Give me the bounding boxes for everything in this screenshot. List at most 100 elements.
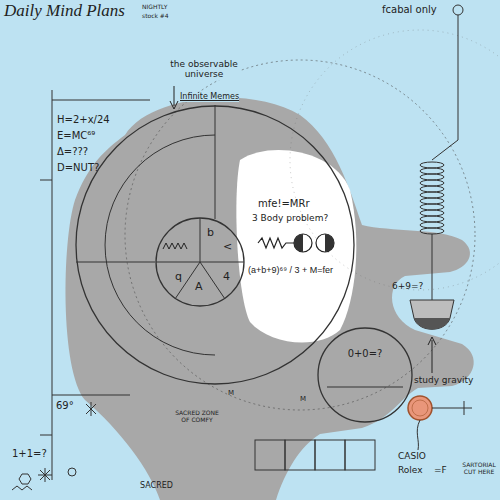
equation: D=NUT? <box>57 162 99 173</box>
angle-label: 69° <box>56 400 74 411</box>
doodles <box>12 402 96 490</box>
box <box>285 440 315 470</box>
box <box>255 440 285 470</box>
coil <box>420 192 444 198</box>
scribble <box>12 486 32 490</box>
coil <box>420 174 444 180</box>
frame-line <box>52 90 53 480</box>
dotted-orbit <box>125 60 475 410</box>
note: fcabal only <box>382 4 437 15</box>
marker: M <box>300 396 306 404</box>
sector-letter: A <box>195 281 203 293</box>
equation: 1+1=? <box>12 448 47 459</box>
circle-outline <box>75 105 355 385</box>
coil <box>420 180 444 186</box>
axis-line <box>215 105 216 219</box>
coin-rim <box>412 400 428 416</box>
circle-outline <box>318 328 412 422</box>
asterisk <box>86 402 96 416</box>
frame-line <box>52 395 130 396</box>
frame-line <box>52 100 150 101</box>
coil <box>420 162 444 168</box>
coil <box>420 216 444 222</box>
coil <box>420 228 444 234</box>
divider-line <box>327 387 403 388</box>
hexagon <box>19 474 31 484</box>
arrow-head <box>428 337 436 345</box>
white-blob <box>236 150 356 342</box>
pendulum-rod <box>432 234 433 300</box>
leader-line <box>417 420 420 450</box>
tick <box>40 435 52 436</box>
pendulum-rod <box>432 140 458 160</box>
note: NIGHTLY <box>142 4 167 11</box>
coil <box>420 168 444 174</box>
body-sphere <box>316 234 334 252</box>
zone-label: SACRED <box>140 482 173 491</box>
sector-letter: q <box>175 271 182 283</box>
equation: =F <box>434 466 447 476</box>
tick <box>40 180 52 181</box>
coil <box>420 222 444 228</box>
body-shade <box>325 234 334 252</box>
divider-line <box>200 262 225 299</box>
cup <box>410 300 454 329</box>
zigzag <box>163 243 187 249</box>
coin <box>408 396 432 420</box>
universe-circle: mfe!=MRr 3 Body problem? (a+b+9)⁶⁹ / 3 + M… <box>75 105 355 385</box>
lower-circle: 0+0=? <box>317 327 413 423</box>
bottom-boxes <box>255 440 375 470</box>
note: SARTORIAL CUT HERE <box>462 462 496 475</box>
asterisk <box>38 468 52 482</box>
equation: 6+9=? <box>392 282 423 292</box>
box <box>315 440 345 470</box>
coil <box>420 186 444 192</box>
axis-line <box>76 262 155 263</box>
arrow-head <box>170 101 178 109</box>
pointer-line <box>174 86 175 106</box>
faint-orbit <box>290 30 500 290</box>
circle-outline <box>317 327 413 423</box>
pointer-line <box>432 340 433 373</box>
note: the observable universe <box>168 60 240 80</box>
equation: H=2+x/24 <box>57 114 110 125</box>
sector-letter: 4 <box>223 271 230 283</box>
equation: Δ=??? <box>57 146 88 157</box>
sector-letter: < <box>223 241 232 253</box>
box <box>345 440 375 470</box>
title: Daily Mind Plans <box>4 2 125 21</box>
body-sphere <box>294 234 312 252</box>
coil <box>420 198 444 204</box>
pendulum-rod <box>458 15 459 140</box>
brand-name: CASIO <box>398 452 426 462</box>
coil-spring <box>420 162 444 234</box>
note: stock #4 <box>142 13 169 20</box>
coil <box>420 210 444 216</box>
pivot <box>453 5 463 15</box>
marker: M <box>228 390 234 398</box>
zone-label: SACRED ZONE OF COMFY <box>172 410 222 423</box>
equation: mfe!=MRr <box>258 198 310 209</box>
dot-ring <box>68 468 76 476</box>
equation: (a+b+9)⁶⁹ / 3 + M=fer <box>248 266 333 276</box>
dimension-line <box>432 408 472 409</box>
body-shade <box>294 234 303 252</box>
inner-circle: b < q 4A <box>155 217 245 307</box>
sector-letter: b <box>207 227 214 239</box>
equation: 0+0=? <box>317 349 413 360</box>
equation: E=MC⁶⁹ <box>57 130 95 141</box>
circle-outline <box>76 106 354 384</box>
brand-name: Rolex <box>398 466 423 476</box>
note: study gravity <box>414 376 473 386</box>
gray-blob <box>66 98 474 500</box>
tick <box>464 401 465 415</box>
coil <box>420 204 444 210</box>
cup-shade <box>414 318 450 329</box>
circle-outline <box>155 217 245 307</box>
question: 3 Body problem? <box>252 214 328 224</box>
